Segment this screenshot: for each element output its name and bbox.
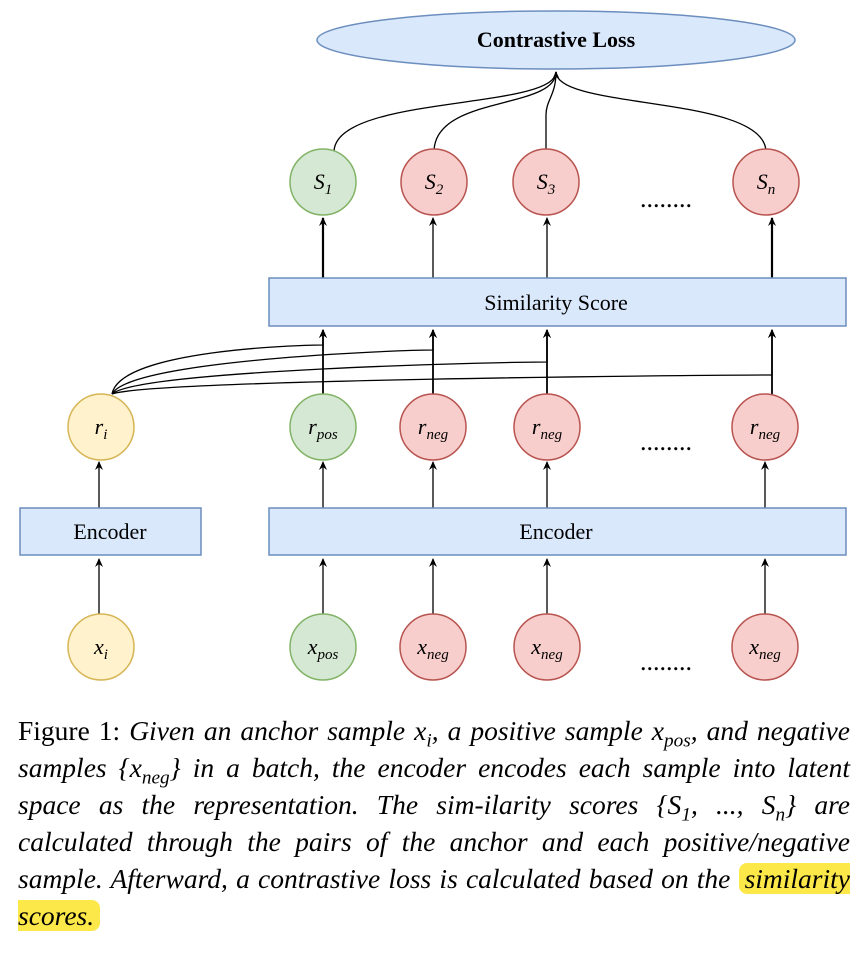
caption-text-1: Given an anchor sample bbox=[129, 715, 406, 746]
score-ellipsis: ........ bbox=[640, 184, 692, 213]
encoder-left-box: Encoder bbox=[19, 507, 202, 556]
input-label-2: xpos bbox=[307, 634, 339, 663]
rep-node-4: rneg bbox=[513, 393, 581, 461]
rep-label-2: rpos bbox=[308, 414, 338, 443]
rep-ellipsis: ........ bbox=[640, 427, 692, 456]
input-label-5: xneg bbox=[748, 634, 781, 663]
contrastive-learning-diagram: Contrastive Loss S1 S2 S3 Sn ........ Simil… bbox=[19, 10, 847, 681]
similarity-score-nodes: S1 S2 S3 Sn bbox=[289, 148, 800, 216]
score-to-loss-edges bbox=[333, 71, 767, 153]
score-node-2: S2 bbox=[400, 148, 468, 216]
input-node-5: xneg bbox=[731, 613, 799, 681]
encoder-to-rep-arrows bbox=[95, 461, 769, 508]
rep-node-1: ri bbox=[67, 393, 135, 461]
encoder-right-box: Encoder bbox=[268, 507, 847, 556]
input-node-1: xi bbox=[67, 613, 135, 681]
caption-text-5: in a batch, the encoder encodes each sam… bbox=[18, 752, 851, 820]
caption-math-xi: xi bbox=[414, 715, 432, 752]
caption-text-6: are calculated through the pairs of the … bbox=[18, 789, 851, 894]
similarity-score-label: Similarity Score bbox=[484, 290, 628, 315]
score-node-3: S3 bbox=[512, 148, 580, 216]
score-node-1: S1 bbox=[289, 148, 357, 216]
caption-math-scores: {S1, ..., Sn} bbox=[656, 789, 797, 826]
caption-math-xneg: {xneg} bbox=[118, 752, 181, 789]
input-node-2: xpos bbox=[289, 613, 357, 681]
figure-label: Figure 1: bbox=[18, 715, 121, 746]
similarity-score-box: Similarity Score bbox=[268, 277, 847, 327]
caption-math-xpos: xpos bbox=[651, 715, 691, 752]
score-label-2: S2 bbox=[425, 169, 444, 198]
anchor-to-similarity-edges bbox=[111, 329, 776, 395]
input-to-encoder-arrows bbox=[95, 558, 769, 615]
input-label-3: xneg bbox=[416, 634, 449, 663]
input-node-3: xneg bbox=[399, 613, 467, 681]
similarity-to-score-arrows bbox=[319, 217, 776, 278]
score-node-4: Sn bbox=[732, 148, 800, 216]
rep-label-5: rneg bbox=[750, 414, 781, 443]
encoder-left-label: Encoder bbox=[73, 519, 147, 544]
rep-label-1: ri bbox=[95, 414, 108, 443]
score-label-1: S1 bbox=[314, 169, 333, 198]
rep-node-5: rneg bbox=[731, 393, 799, 461]
input-label-1: xi bbox=[93, 634, 108, 663]
representation-nodes: ri rpos rneg rneg rneg bbox=[67, 393, 799, 461]
rep-label-4: rneg bbox=[532, 414, 563, 443]
contrastive-loss-label: Contrastive Loss bbox=[477, 27, 636, 52]
rep-label-3: rneg bbox=[418, 414, 449, 443]
rep-to-similarity-arrows bbox=[319, 329, 776, 394]
rep-node-2: rpos bbox=[289, 393, 357, 461]
input-sample-nodes: xi xpos xneg xneg xneg bbox=[67, 613, 799, 681]
input-label-4: xneg bbox=[530, 634, 563, 663]
encoder-right-label: Encoder bbox=[519, 519, 593, 544]
caption-text-2: , a positive sample bbox=[431, 715, 643, 746]
figure-caption: Figure 1: Given an anchor sample xi, a p… bbox=[18, 712, 850, 934]
input-ellipsis: ........ bbox=[640, 647, 692, 676]
caption-text-4: and negative samples bbox=[18, 715, 851, 783]
caption-text-3: , bbox=[690, 715, 698, 746]
input-node-4: xneg bbox=[513, 613, 581, 681]
score-label-3: S3 bbox=[537, 169, 556, 198]
contrastive-loss-node: Contrastive Loss bbox=[316, 10, 796, 70]
score-label-4: Sn bbox=[757, 169, 776, 198]
rep-node-3: rneg bbox=[399, 393, 467, 461]
